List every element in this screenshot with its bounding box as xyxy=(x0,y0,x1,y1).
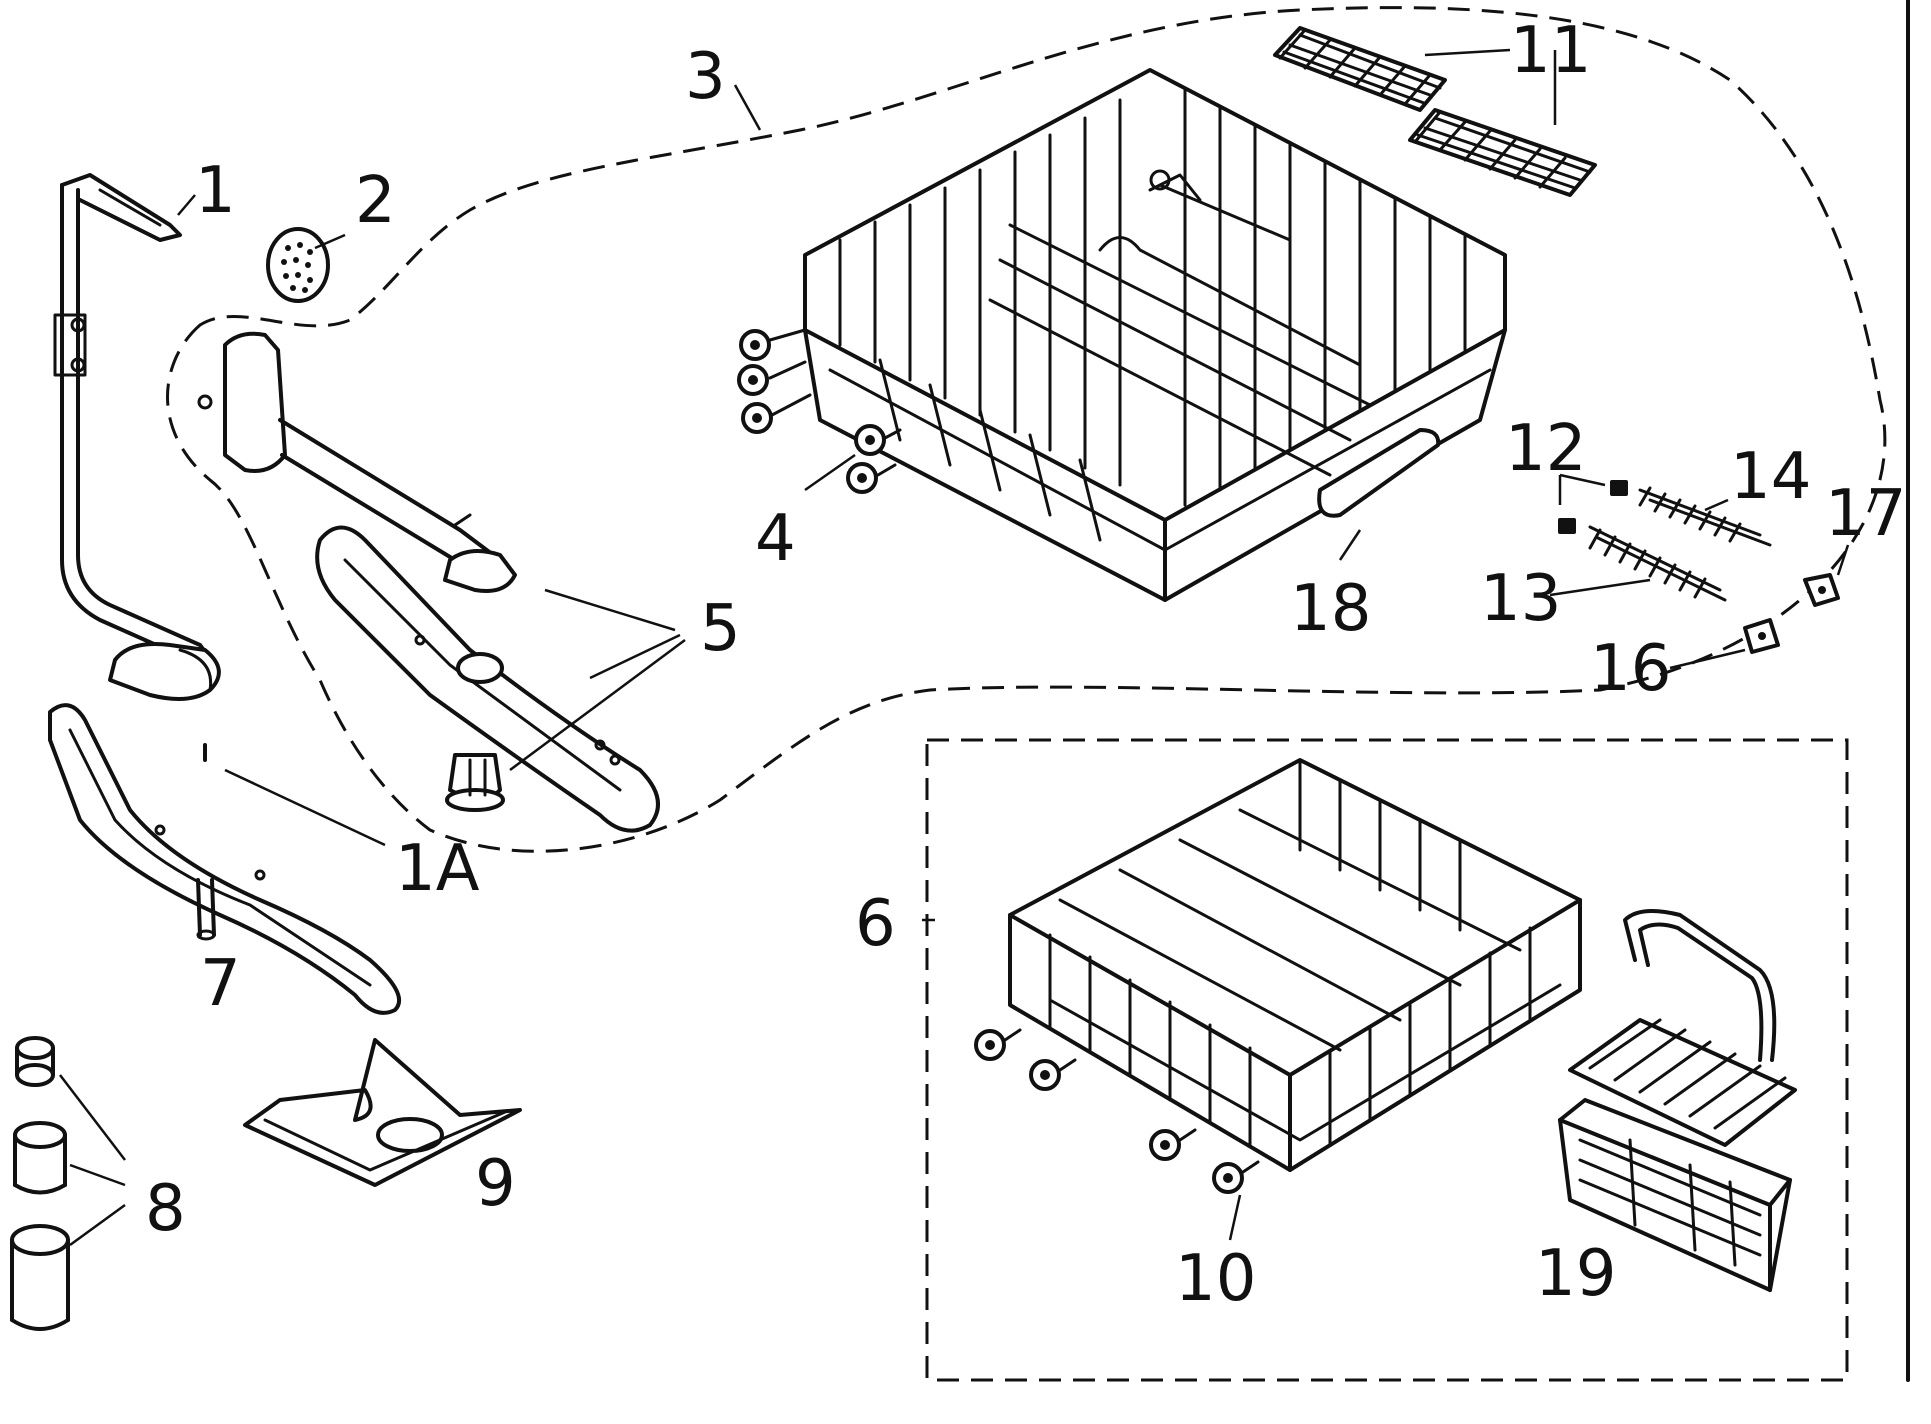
callout-11: 11 xyxy=(1510,14,1591,88)
rack-handle-part xyxy=(1317,428,1441,518)
callout-12: 12 xyxy=(1505,412,1586,486)
callout-7: 7 xyxy=(200,947,241,1021)
lower-rack-wheels-part xyxy=(974,1028,1260,1194)
filter-cups-part xyxy=(10,1036,70,1331)
callout-17: 17 xyxy=(1825,477,1906,551)
callout-6: 6 xyxy=(855,887,896,961)
supply-tube-part xyxy=(53,173,221,701)
tine-racks-part xyxy=(1273,26,1597,197)
callout-1a: 1A xyxy=(395,832,480,906)
callout-1: 1 xyxy=(195,154,236,228)
callout-16: 16 xyxy=(1590,632,1671,706)
silverware-basket-part xyxy=(1558,909,1797,1292)
callout-8: 8 xyxy=(145,1172,186,1246)
upper-dish-rack-part xyxy=(803,68,1507,602)
callout-5: 5 xyxy=(700,592,741,666)
filter-disc-part xyxy=(266,227,330,303)
rack-wheels-part xyxy=(737,328,902,494)
callout-9: 9 xyxy=(475,1147,516,1221)
callout-10: 10 xyxy=(1175,1242,1256,1316)
upper-assembly-boundary xyxy=(166,6,1887,853)
lower-dish-rack-part xyxy=(1008,758,1582,1172)
tine-row-parts xyxy=(1558,480,1840,654)
callout-19: 19 xyxy=(1535,1237,1616,1311)
leader-lines xyxy=(59,48,1850,1247)
lower-spray-arm-part xyxy=(48,703,401,1015)
callout-2: 2 xyxy=(355,164,396,238)
middle-spray-arm-part xyxy=(315,525,660,833)
callout-14: 14 xyxy=(1730,440,1811,514)
callout-4: 4 xyxy=(755,502,796,576)
callout-labels: 1 2 3 4 5 6 7 8 9 10 11 12 13 14 16 17 1… xyxy=(145,14,1906,1316)
upper-feed-tube-part xyxy=(197,331,517,593)
callout-3: 3 xyxy=(685,40,726,114)
callout-13: 13 xyxy=(1480,562,1561,636)
lower-assembly-boundary xyxy=(925,738,1849,1382)
gasket-plate-part xyxy=(243,1038,522,1187)
callout-18: 18 xyxy=(1290,572,1371,646)
